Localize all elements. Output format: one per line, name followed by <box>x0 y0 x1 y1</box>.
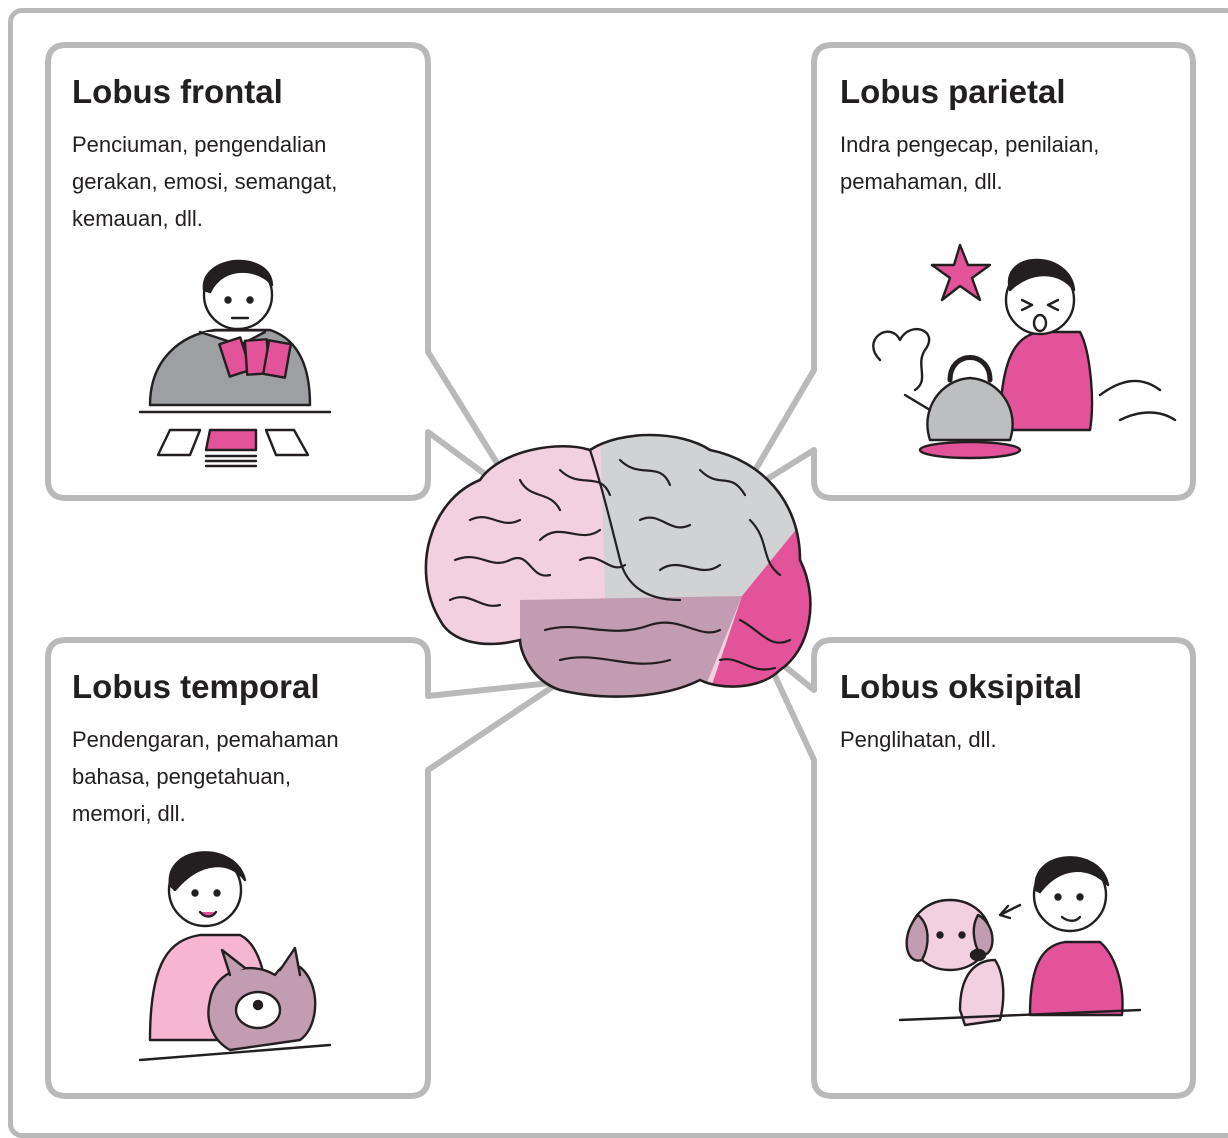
card-temporal: Lobus temporal Pendengaran, pemahaman ba… <box>72 667 417 832</box>
card-parietal-title: Lobus parietal <box>840 72 1185 112</box>
card-frontal-description: Penciuman, pengendalian gerakan, emosi, … <box>72 126 417 237</box>
card-temporal-description: Pendengaran, pemahaman bahasa, pengetahu… <box>72 721 417 832</box>
card-parietal: Lobus parietal Indra pengecap, penilaian… <box>840 72 1185 200</box>
card-parietal-description: Indra pengecap, penilaian, pemahaman, dl… <box>840 126 1185 200</box>
card-occipital-description: Penglihatan, dll. <box>840 721 1185 758</box>
card-frontal: Lobus frontal Penciuman, pengendalian ge… <box>72 72 417 237</box>
card-occipital: Lobus oksipital Penglihatan, dll. <box>840 667 1185 758</box>
card-frontal-title: Lobus frontal <box>72 72 417 112</box>
card-occipital-title: Lobus oksipital <box>840 667 1185 707</box>
card-temporal-title: Lobus temporal <box>72 667 417 707</box>
